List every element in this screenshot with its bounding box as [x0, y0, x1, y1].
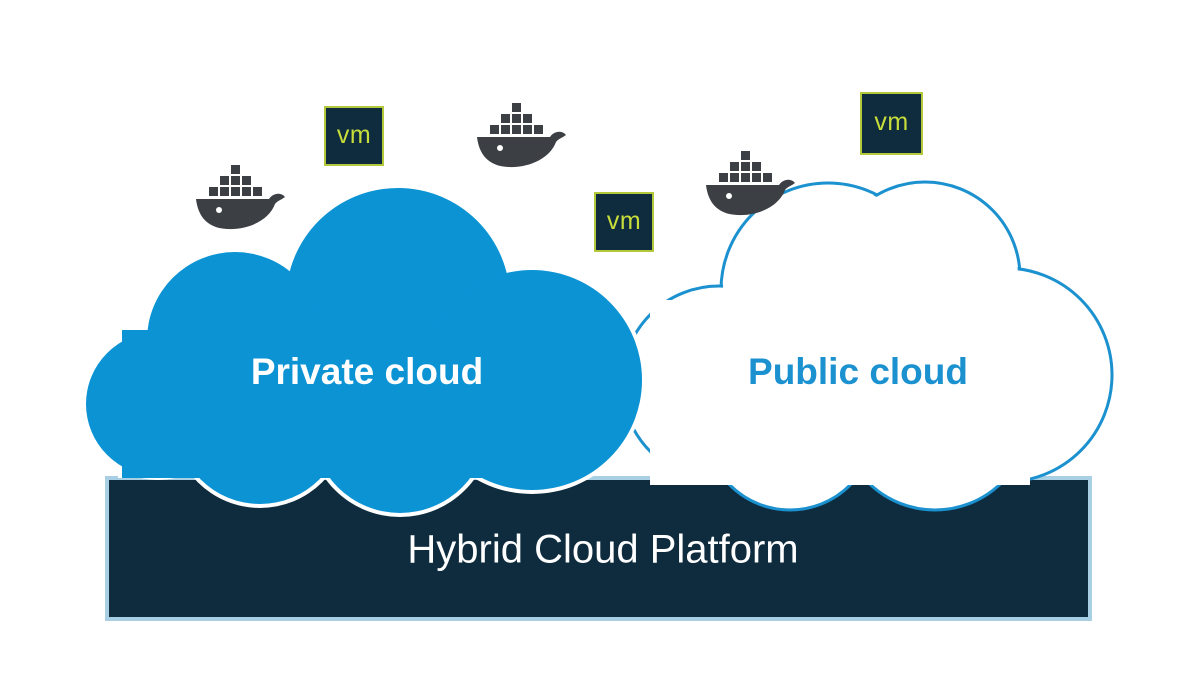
private-cloud-shape	[82, 184, 646, 517]
vm-badge-label: vm	[874, 108, 909, 136]
docker-whale-icon	[196, 165, 285, 230]
vm-badge: vm	[594, 192, 654, 252]
docker-whale-icon	[706, 151, 795, 216]
docker-whale-icon	[477, 103, 566, 168]
public-cloud-shape	[620, 180, 1114, 512]
vm-badge-label: vm	[606, 206, 642, 235]
vm-badge-label: vm	[336, 120, 372, 149]
private-cloud-label: Private cloud	[250, 351, 484, 392]
platform-label: Hybrid Cloud Platform	[407, 527, 799, 572]
vm-badge: vm	[324, 106, 384, 166]
vm-badge: vm	[860, 92, 923, 155]
public-cloud-label: Public cloud	[748, 351, 968, 392]
